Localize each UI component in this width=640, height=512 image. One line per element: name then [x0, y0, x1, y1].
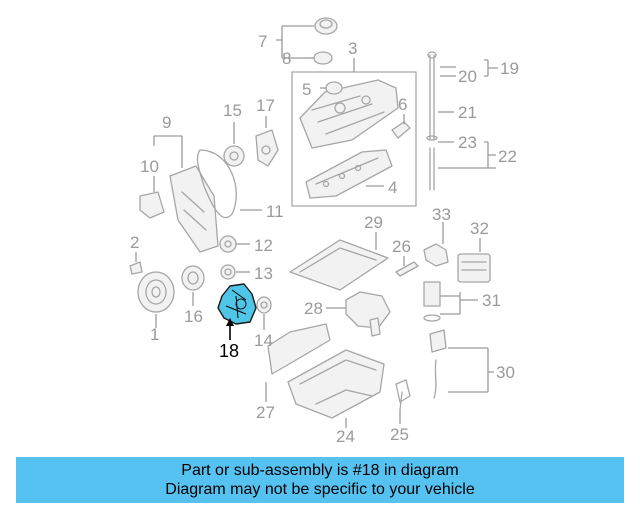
callout-26: 26 — [392, 237, 411, 256]
engine-cover-assembly-drawing — [291, 71, 417, 207]
callout-1: 1 — [150, 325, 159, 344]
callout-22: 22 — [498, 147, 517, 166]
oil-cooler-drawing — [423, 243, 491, 399]
caption-banner: Part or sub-assembly is #18 in diagram D… — [16, 457, 624, 503]
callout-12: 12 — [254, 236, 273, 255]
gasket-strip-drawing — [395, 261, 419, 277]
oil-cap-drawing — [313, 17, 343, 95]
callout-24: 24 — [336, 427, 355, 446]
baffle-plate-drawing — [289, 239, 389, 291]
callout-31: 31 — [482, 291, 501, 310]
callout-19: 19 — [500, 59, 519, 78]
callout-8: 8 — [282, 49, 291, 68]
callout-25: 25 — [390, 425, 409, 444]
callout-10: 10 — [140, 157, 159, 176]
callout-13: 13 — [254, 264, 273, 283]
callout-14: 14 — [254, 331, 273, 350]
callout-32: 32 — [470, 219, 489, 238]
timing-cover-drawing — [139, 129, 279, 253]
callout-7: 7 — [258, 32, 267, 51]
callout-20: 20 — [458, 67, 477, 86]
callout-28: 28 — [304, 299, 323, 318]
caption-line-1: Part or sub-assembly is #18 in diagram — [181, 462, 459, 479]
oil-pump-drawing — [345, 291, 391, 337]
callout-29: 29 — [364, 213, 383, 232]
tensioner-drawing — [219, 235, 272, 314]
oil-pan-drawing — [267, 323, 385, 419]
callout-6: 6 — [398, 95, 407, 114]
callout-16: 16 — [184, 307, 203, 326]
callout-15: 15 — [223, 101, 242, 120]
callout-5: 5 — [302, 80, 311, 99]
callout-33: 33 — [432, 205, 451, 224]
callout-21: 21 — [458, 103, 477, 122]
callout-3: 3 — [348, 39, 357, 58]
callout-4: 4 — [388, 178, 397, 197]
dipstick-drawing — [426, 51, 438, 191]
callout-27: 27 — [256, 403, 275, 422]
leader-lines — [135, 25, 498, 428]
highlighted-part-18 — [217, 283, 257, 325]
callout-23: 23 — [458, 133, 477, 152]
caption-line-2: Diagram may not be specific to your vehi… — [165, 481, 475, 498]
callout-18-leader — [226, 318, 234, 340]
callout-30: 30 — [496, 363, 515, 382]
crank-pulley-drawing — [129, 261, 205, 313]
callout-9: 9 — [162, 113, 171, 132]
callout-2: 2 — [130, 233, 139, 252]
parts-diagram: 1 2 3 4 5 6 7 8 9 10 11 12 13 14 15 16 1… — [129, 17, 519, 446]
drain-plug-drawing — [395, 379, 411, 411]
sensor-drawing — [391, 121, 411, 139]
callout-17: 17 — [256, 96, 275, 115]
callout-numbers: 1 2 3 4 5 6 7 8 9 10 11 12 13 14 15 16 1… — [130, 32, 519, 446]
callout-11: 11 — [266, 202, 284, 221]
callout-18: 18 — [219, 341, 239, 361]
